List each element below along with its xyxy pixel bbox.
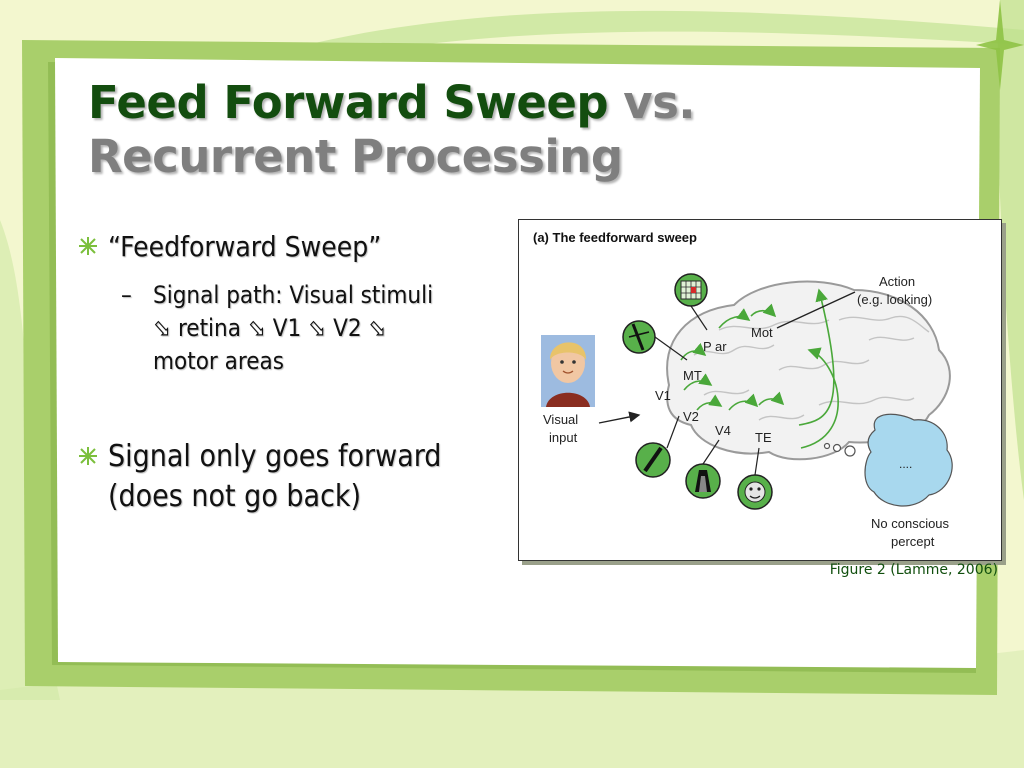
label-input: input: [549, 430, 578, 445]
bullet-feedforward-sweep: “Feedforward Sweep”: [108, 230, 382, 263]
label-mot: Mot: [751, 325, 773, 340]
bullet-line: (does not go back): [108, 479, 362, 514]
swoosh-right: [997, 0, 1024, 500]
label-v2: V2: [683, 409, 699, 424]
label-mt: MT: [683, 368, 702, 383]
label-par: P ar: [703, 339, 727, 354]
sub-bullet-text: Signal path: Visual stimuli ⬂ retina ⬂ V…: [153, 279, 493, 378]
child-photo: [541, 335, 595, 407]
figure-title: (a) The feedforward sweep: [533, 230, 697, 245]
label-v1: V1: [655, 388, 671, 403]
title-part-2: vs.: [608, 76, 695, 129]
thought-bubble: [823, 442, 856, 457]
label-no-conscious: No conscious: [871, 516, 950, 531]
blob-dots: ....: [899, 457, 912, 471]
label-v4: V4: [715, 423, 731, 438]
feedforward-figure: (a) The feedforward sweep M: [518, 219, 1002, 561]
label-visual: Visual: [543, 412, 578, 427]
action-line: [776, 291, 856, 329]
bullet-line: Signal only goes forward: [108, 439, 442, 474]
swoosh-top: [250, 10, 1024, 75]
percept-blob: [864, 413, 953, 507]
label-action: Action: [879, 274, 915, 289]
grid-stimulus-icon: [674, 273, 708, 331]
title-part-1: Feed Forward Sweep: [88, 76, 609, 129]
shape-stimulus-icon: [685, 439, 721, 499]
slide-title: Feed Forward Sweep vs. Recurrent Process…: [88, 76, 788, 184]
bullet-star-icon: [79, 237, 97, 255]
motion-stimulus-icon: [622, 320, 688, 361]
label-percept: percept: [891, 534, 935, 549]
face-stimulus-icon: [737, 447, 773, 510]
title-line-2: Recurrent Processing: [88, 130, 623, 183]
bullet-signal-forward: Signal only goes forward (does not go ba…: [108, 437, 498, 517]
bullet-star-icon: [79, 447, 97, 465]
feedforward-diagram: (a) The feedforward sweep M: [533, 230, 953, 549]
sub-bullet-line: motor areas: [153, 347, 284, 375]
sparkle-star: [976, 0, 1024, 90]
sub-bullet-line: Signal path: Visual stimuli: [153, 281, 434, 309]
sub-bullet-line: ⬂ retina ⬂ V1 ⬂ V2 ⬂: [153, 314, 387, 342]
label-te: TE: [755, 430, 772, 445]
figure-caption: Figure 2 (Lamme, 2006): [829, 562, 998, 578]
label-action-example: (e.g. looking): [857, 292, 932, 307]
sub-bullet-dash: –: [121, 281, 132, 309]
input-arrow: [598, 411, 641, 424]
orientation-stimulus-icon: [635, 415, 680, 478]
brain-folds: [693, 315, 930, 421]
